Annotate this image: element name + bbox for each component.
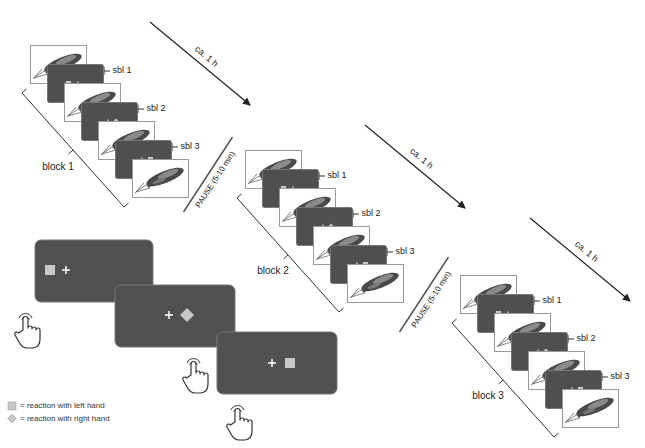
time-arrows [150, 22, 630, 301]
sbl-label: sbl 1 [112, 66, 131, 76]
sbl-label: sbl 2 [576, 334, 595, 344]
example-screens [35, 240, 337, 394]
block-3-stack [461, 276, 619, 428]
legend-square [8, 402, 16, 410]
duration-label: ca. 1 h [192, 45, 219, 70]
legend-diamond [8, 414, 17, 423]
pause-label: PAUSE (5-10 min) [411, 270, 454, 329]
legend-text: = reaction with right hand [20, 415, 110, 424]
block-label: block 3 [472, 390, 504, 401]
example-screen [217, 332, 337, 394]
image-slide [563, 390, 619, 428]
block-label: block 2 [257, 265, 289, 276]
duration-label: ca. 1 h [572, 240, 599, 265]
square-stimulus [285, 358, 295, 368]
duration-label: ca. 1 h [407, 147, 434, 172]
sbl-brackets [104, 67, 608, 381]
block-2-stack [246, 151, 404, 303]
block-brackets [22, 89, 559, 437]
fixation-cross [165, 311, 173, 319]
hand-icon [15, 314, 40, 348]
sbl-label: sbl 3 [180, 142, 199, 152]
hand-icon [183, 359, 208, 393]
block-1-stack [31, 46, 189, 198]
sbl-label: sbl 2 [146, 104, 165, 114]
diamond-stimulus [180, 308, 194, 322]
fixation-cross [268, 359, 276, 367]
sbl-label: sbl 3 [395, 247, 414, 257]
legend-text: = reaction with left hand [20, 402, 105, 411]
sbl-label: sbl 1 [542, 296, 561, 306]
sbl-label: sbl 1 [327, 171, 346, 181]
fixation-cross [62, 266, 70, 274]
block-label: block 1 [42, 161, 74, 172]
sbl-label: sbl 3 [610, 372, 629, 382]
sbl-label: sbl 2 [361, 209, 380, 219]
hand-icon [227, 406, 252, 440]
image-slide [348, 265, 404, 303]
pause-label: PAUSE (5-10 min) [195, 150, 238, 209]
image-slide [133, 160, 189, 198]
square-stimulus [45, 265, 55, 275]
